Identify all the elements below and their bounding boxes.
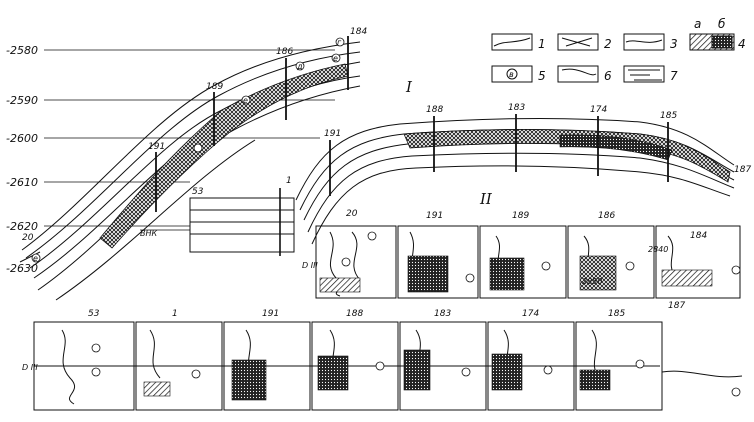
log-191-fill xyxy=(407,255,449,293)
log2-well-191: 191 xyxy=(262,309,279,319)
log2-188-fill xyxy=(317,355,349,391)
depth-tick-2590: -2590 xyxy=(6,94,38,107)
depth-tick-2620: -2620 xyxy=(6,220,38,233)
log-184-fill xyxy=(661,269,713,287)
log2-well-188: 188 xyxy=(346,309,363,319)
legend-item-7: 7 xyxy=(670,69,678,83)
log2-well-185: 185 xyxy=(608,309,625,319)
log2-1-fill xyxy=(143,381,171,397)
log1-well-186: 186 xyxy=(598,211,615,221)
legend-item-1: 1 xyxy=(538,37,546,51)
log1-well-20: 20 xyxy=(346,209,358,219)
well-label-20: 20 xyxy=(22,233,34,243)
log2-191-fill xyxy=(231,359,267,401)
log-184-depth: 2840 xyxy=(648,245,668,254)
well-label-1: 1 xyxy=(286,176,292,186)
reservoir-fill-left xyxy=(99,63,349,249)
section-label-I: I xyxy=(405,78,413,96)
log2-horizon-label: D III xyxy=(22,363,38,372)
well-label-191b: 191 xyxy=(324,129,341,139)
log2-well-174: 174 xyxy=(522,309,539,319)
log2-well-53: 53 xyxy=(88,309,100,319)
log1-horizon-label: D III xyxy=(302,261,318,270)
log-186-depth: 2850 xyxy=(582,277,602,286)
log2-well-183: 183 xyxy=(434,309,451,319)
well-label-187: 187 xyxy=(734,165,751,175)
legend-item-4: 4 xyxy=(738,37,746,51)
log2-well-1: 1 xyxy=(172,309,178,319)
well-label-185: 185 xyxy=(660,111,677,121)
well-label-183: 183 xyxy=(508,103,525,113)
legend-letter-a: а xyxy=(694,17,701,31)
log-row-2 xyxy=(33,321,743,411)
log-circle-markers xyxy=(91,231,741,397)
legend-item-3: 3 xyxy=(670,37,678,51)
marker-g: г xyxy=(337,38,342,47)
log1-well-191: 191 xyxy=(426,211,443,221)
marker-d: д xyxy=(296,62,303,71)
section-label-II: II xyxy=(479,190,493,208)
well-sticks-right xyxy=(329,114,669,196)
log2-183-fill xyxy=(403,349,431,391)
depth-tick-2600: -2600 xyxy=(6,132,38,145)
log-20-fill xyxy=(319,277,361,293)
well-label-53: 53 xyxy=(192,187,204,197)
vnk-label: ВНК xyxy=(140,229,158,238)
log2-185-fill xyxy=(579,369,611,391)
legend-sample-letter: в xyxy=(509,70,514,79)
depth-tick-2630: -2630 xyxy=(6,262,38,275)
log-186-fill xyxy=(579,255,617,291)
log1-well-187: 187 xyxy=(668,301,685,311)
well-label-174: 174 xyxy=(590,105,607,115)
depth-tick-2610: -2610 xyxy=(6,176,38,189)
well-label-191: 191 xyxy=(148,142,165,152)
well-label-184: 184 xyxy=(350,27,367,37)
well-label-186: 186 xyxy=(276,47,293,57)
marker-e3: е xyxy=(33,254,38,263)
well-label-189: 189 xyxy=(206,82,223,92)
marker-e: е xyxy=(333,54,338,63)
log-189-fill xyxy=(489,257,525,291)
block-53-1 xyxy=(189,188,295,256)
log-row-1 xyxy=(315,225,741,299)
marker-e2: е xyxy=(243,96,248,105)
legend xyxy=(491,33,735,83)
well-label-188: 188 xyxy=(426,105,443,115)
depth-tick-2580: -2580 xyxy=(6,44,38,57)
legend-letter-b: б xyxy=(718,17,726,31)
log1-well-189: 189 xyxy=(512,211,529,221)
legend-item-2: 2 xyxy=(604,37,612,51)
log1-well-184: 184 xyxy=(690,231,707,241)
legend-item-6: 6 xyxy=(604,69,612,83)
legend-item-5: 5 xyxy=(538,69,546,83)
depth-axis: -2580 -2590 -2600 -2610 -2620 -2630 xyxy=(6,44,38,275)
circle-markers-left xyxy=(31,37,345,263)
log2-174-fill xyxy=(491,353,523,391)
well-sticks-left xyxy=(155,36,349,212)
